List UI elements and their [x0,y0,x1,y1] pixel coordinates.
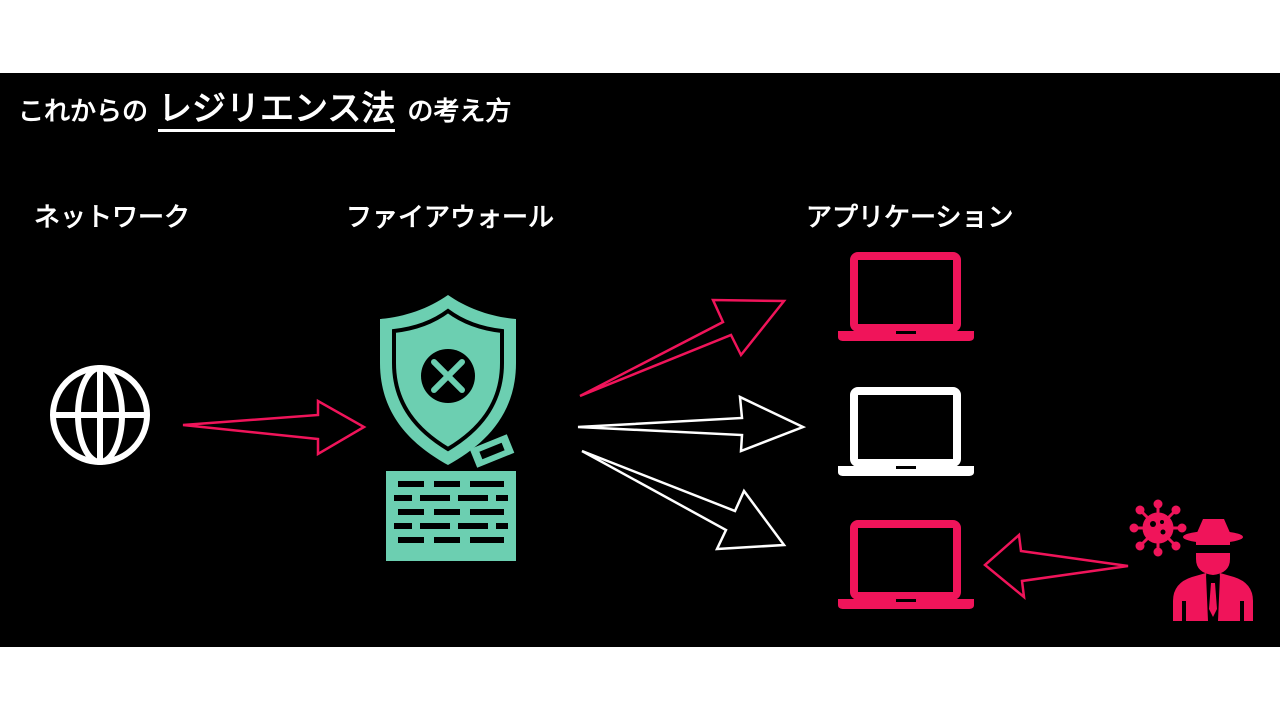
hacker-icon [1173,519,1253,621]
loose-brick-icon [469,434,515,468]
resilience-diagram [50,252,1253,621]
arrow-firewall-to-app-3 [581,449,787,551]
firewall-label: ファイアウォール [346,203,555,233]
virus-icon [1129,499,1187,557]
title-emphasis: レジリエンス法 [158,89,396,132]
arrow-network-to-firewall [182,398,367,457]
laptop-icon [838,252,974,341]
title-prefix: これからの [18,97,149,127]
page-title: これからのレジリエンス法の考え方 [18,89,511,149]
shield-x-icon [380,295,516,465]
network-label: ネットワーク [34,203,191,233]
arrow-attacker-to-app [983,532,1129,600]
arrow-firewall-to-app-1 [579,298,787,398]
arrow-firewall-to-app-2 [577,394,807,453]
title-suffix: の考え方 [407,97,512,127]
slide: これからのレジリエンス法の考え方 ネットワーク ファイアウォール アプリケーショ… [0,73,1280,647]
laptop-icon [838,520,974,609]
brick-wall-icon [386,471,516,561]
globe-icon [50,365,150,465]
application-label: アプリケーション [806,203,1014,233]
laptop-icon [838,387,974,476]
